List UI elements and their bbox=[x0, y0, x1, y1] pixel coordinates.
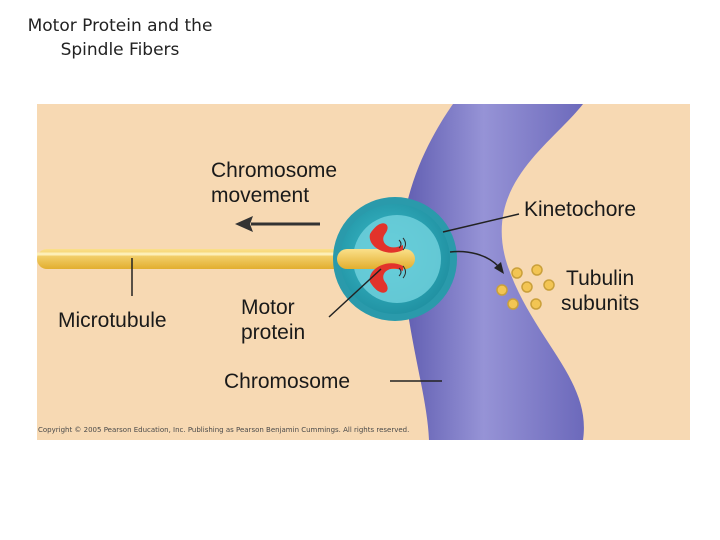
label-tubulin-line-2: subunits bbox=[561, 292, 640, 315]
label-chromosome-movement: Chromosome movement bbox=[211, 158, 337, 208]
slide-title-line-1: Motor Protein and the bbox=[27, 16, 213, 36]
label-motor-protein: Motor protein bbox=[241, 295, 305, 345]
label-kinetochore: Kinetochore bbox=[524, 197, 636, 222]
label-microtubule-text: Microtubule bbox=[58, 309, 167, 332]
label-kinetochore-text: Kinetochore bbox=[524, 198, 637, 221]
tubulin-subunits bbox=[496, 264, 555, 310]
tubulin-subunit bbox=[531, 264, 543, 276]
motor-motion-marks bbox=[398, 237, 406, 279]
motor-protein-bottom bbox=[369, 263, 403, 293]
label-chromosome-text: Chromosome bbox=[224, 370, 351, 393]
slide-title-line-2: Spindle Fibers bbox=[60, 40, 180, 60]
label-chromosome-movement-line-2: movement bbox=[211, 184, 310, 207]
tubulin-leader-arrowhead bbox=[494, 262, 504, 274]
tubulin-subunit bbox=[511, 267, 523, 279]
label-motor-line-1: Motor bbox=[241, 296, 295, 319]
label-microtubule: Microtubule bbox=[58, 308, 167, 333]
tubulin-subunit bbox=[543, 279, 555, 291]
copyright-notice: Copyright © 2005 Pearson Education, Inc.… bbox=[38, 426, 410, 434]
chromosome-shape bbox=[401, 104, 584, 440]
spindle-fiber-diagram bbox=[37, 104, 690, 440]
tubulin-subunit bbox=[521, 281, 533, 293]
label-tubulin-subunits: Tubulin subunits bbox=[561, 266, 639, 316]
motor-protein-leader bbox=[328, 268, 382, 318]
tubulin-leader bbox=[449, 250, 500, 268]
motor-protein-top bbox=[369, 223, 403, 253]
diagram-graphic bbox=[37, 104, 690, 440]
movement-arrowhead bbox=[235, 216, 253, 232]
tubulin-subunit bbox=[507, 298, 519, 310]
label-motor-line-2: protein bbox=[241, 321, 306, 344]
label-chromosome-movement-line-1: Chromosome bbox=[211, 159, 338, 182]
kinetochore-leader bbox=[442, 213, 520, 233]
tubulin-subunit bbox=[530, 298, 542, 310]
label-tubulin-line-1: Tubulin bbox=[566, 267, 635, 290]
tubulin-subunit bbox=[496, 284, 508, 296]
label-chromosome: Chromosome bbox=[224, 369, 350, 394]
slide-title: Motor Protein and the Spindle Fibers bbox=[20, 14, 220, 62]
